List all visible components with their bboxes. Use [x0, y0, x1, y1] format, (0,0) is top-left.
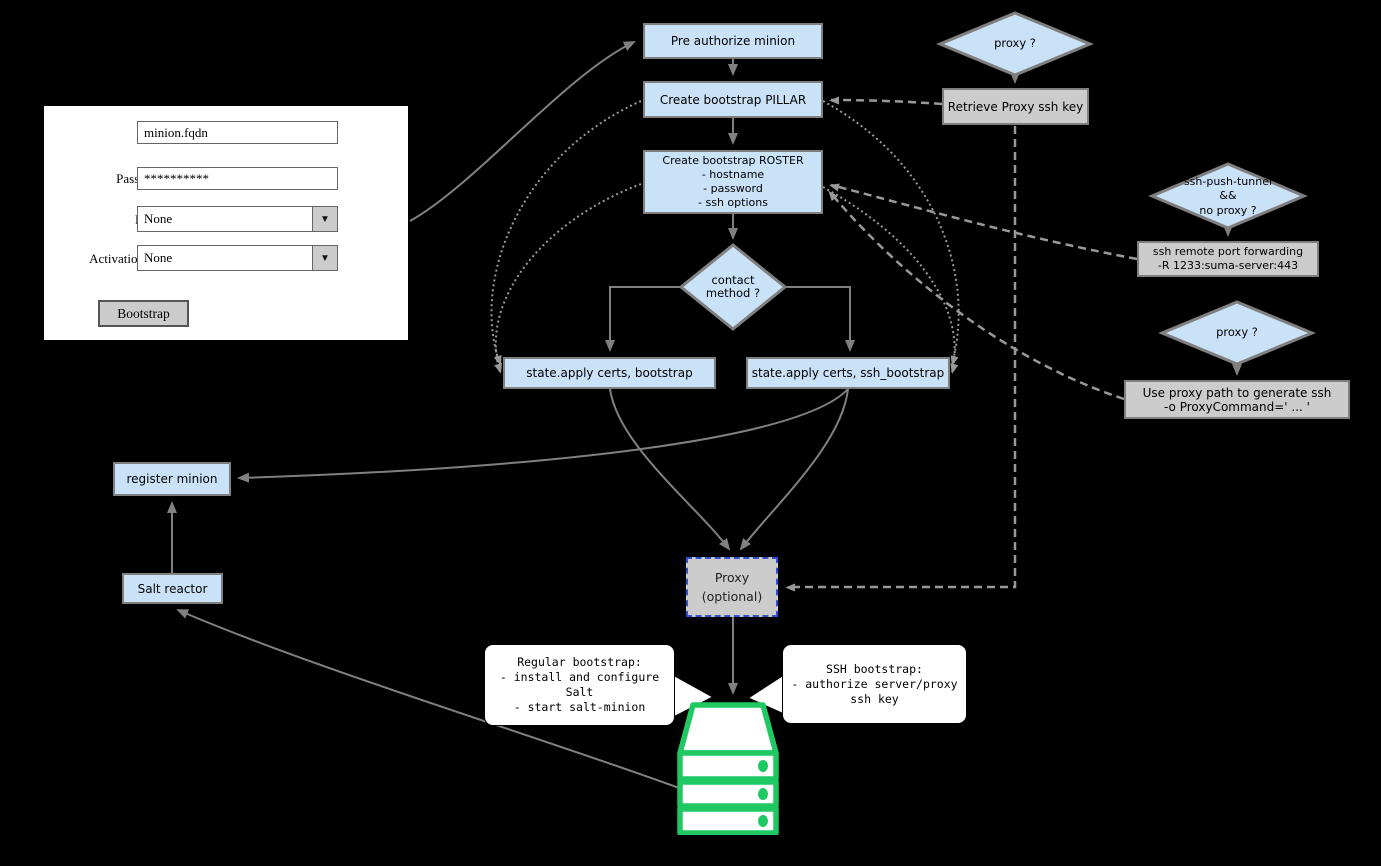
node-register-minion: register minion [113, 462, 231, 496]
solid-arrows [167, 41, 1242, 789]
node-ssh-remote-port-forwarding: ssh remote port forwarding -R 1233:suma-… [1137, 241, 1319, 277]
contact-method-label: contact method ? [705, 272, 761, 300]
node-proxy-optional: Proxy (optional) [686, 557, 778, 617]
proxy-question-diamond-2 [1158, 300, 1316, 366]
dotted-arrows [490, 100, 960, 374]
ssh-push-tunnel-diamond [1148, 162, 1308, 230]
contact-method-diamond [678, 243, 788, 331]
server-led-1 [758, 760, 768, 772]
activation-key-select[interactable]: None ▼ [137, 245, 338, 271]
arrow-contact-to-bootstrap [605, 286, 681, 352]
arrow-roster-to-bootstrap [494, 183, 642, 374]
arrow-bootstrap-to-proxy [609, 388, 731, 551]
proxy-question-2-label: proxy ? [1216, 325, 1258, 340]
node-salt-reactor: Salt reactor [122, 573, 223, 604]
ssh-push-tunnel-label: ssh-push-tunnel && no proxy ? [1183, 174, 1273, 217]
proxy-question-1-label: proxy ? [994, 36, 1036, 51]
node-create-bootstrap-pillar: Create bootstrap PILLAR [643, 81, 823, 118]
chevron-down-icon[interactable]: ▼ [312, 207, 337, 231]
diamonds [678, 11, 1316, 366]
arrow-sshbootstrap-to-register [237, 388, 849, 483]
server-led-2 [758, 788, 768, 800]
server-top-panel [677, 702, 779, 756]
proxy-question-diamond-1 [936, 11, 1094, 77]
node-state-apply-bootstrap: state.apply certs, bootstrap [503, 357, 716, 389]
bootstrap-button[interactable]: Bootstrap [98, 300, 189, 327]
node-retrieve-proxy-ssh-key: Retrieve Proxy ssh key [942, 88, 1089, 125]
server-led-3 [758, 815, 768, 827]
chevron-down-icon[interactable]: ▼ [312, 246, 337, 270]
proxy-select-value: None [144, 211, 173, 226]
arrow-server-to-reactor [176, 609, 680, 789]
server-icon [677, 702, 779, 835]
arrow-retrieve-to-pillar [829, 96, 943, 106]
arrow-roster-to-sshbootstrap [822, 186, 959, 374]
password-input[interactable]: ********** [137, 167, 338, 190]
arrow-pillar-to-sshbootstrap [822, 100, 960, 366]
arrow-portfwd-to-roster [829, 183, 1138, 261]
regular-bootstrap-bubble: Regular bootstrap: - install and configu… [484, 644, 675, 726]
arrow-contact-to-sshbootstrap [785, 286, 855, 352]
proxy-select[interactable]: None ▼ [137, 206, 338, 232]
node-state-apply-ssh-bootstrap: state.apply certs, ssh_bootstrap [746, 357, 950, 389]
dashed-arrows [785, 96, 1138, 592]
ssh-bootstrap-bubble: SSH bootstrap: - authorize server/proxy … [782, 644, 967, 724]
arrow-form-to-preauth [409, 41, 636, 222]
host-input[interactable]: minion.fqdn [137, 121, 338, 144]
bootstrap-form: Host minion.fqdn Password ********** Pro… [44, 106, 408, 340]
arrow-sshbootstrap-to-proxy [739, 388, 849, 551]
activation-key-select-value: None [144, 250, 173, 265]
node-create-bootstrap-roster: Create bootstrap ROSTER - hostname - pas… [643, 150, 823, 214]
node-use-proxy-path: Use proxy path to generate ssh -o ProxyC… [1124, 380, 1350, 419]
arrow-useproxy-to-roster [828, 190, 1125, 401]
arrow-retrieve-to-proxyopt [785, 126, 1017, 592]
arrow-pillar-to-bootstrap [490, 100, 642, 366]
node-pre-authorize-minion: Pre authorize minion [643, 23, 823, 59]
